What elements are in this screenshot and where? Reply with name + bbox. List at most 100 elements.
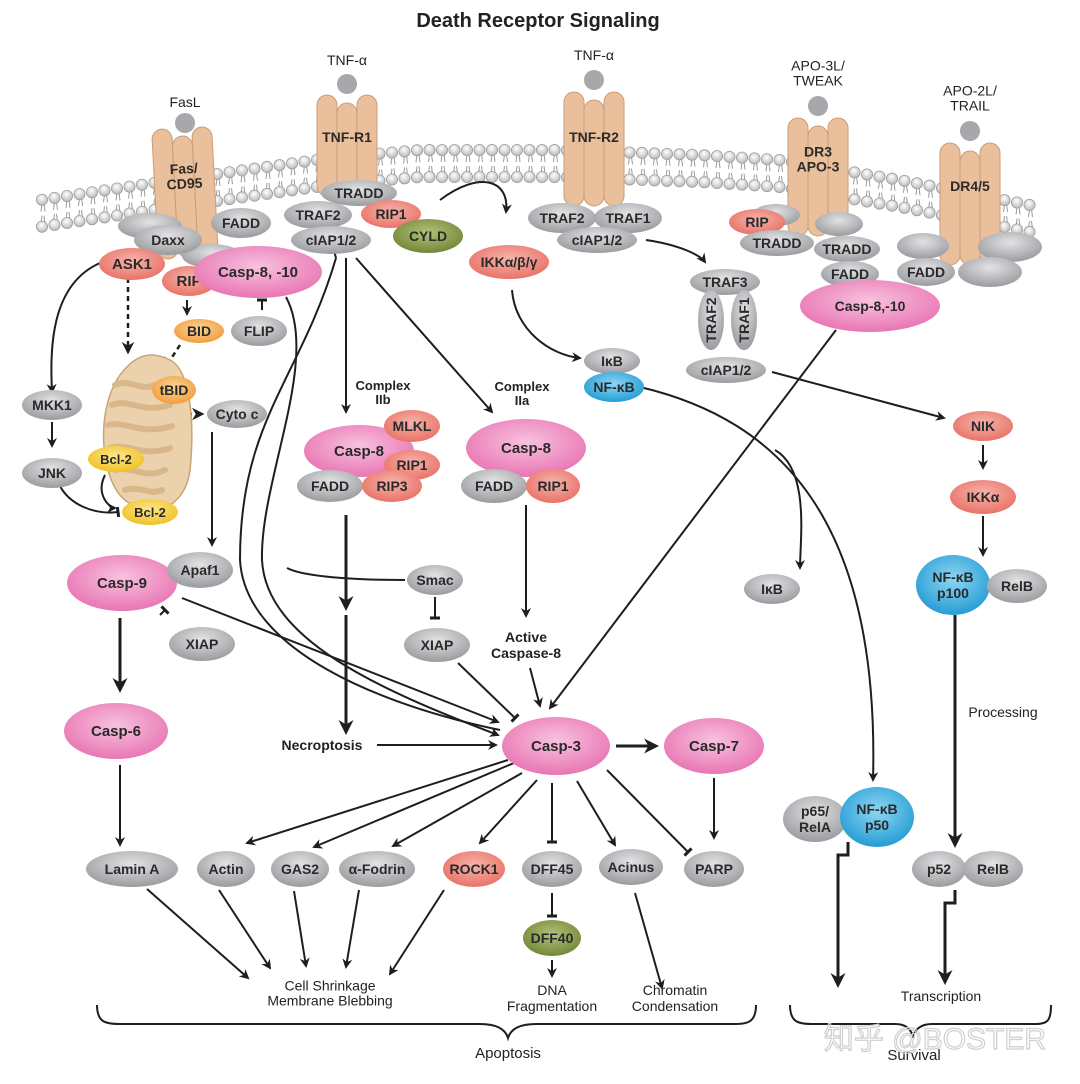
ligand-label-fasl: FasL [169, 94, 200, 110]
node-fadd_fas: FADD [211, 208, 271, 238]
node-parp: PARP [684, 851, 744, 887]
lipid-head [248, 162, 261, 175]
node-label: cIAP1/2 [701, 362, 752, 378]
lipid-head [623, 146, 636, 159]
node-shape [407, 565, 463, 595]
crista [109, 400, 173, 411]
node-shape [152, 376, 196, 404]
lipid-head [711, 177, 724, 190]
node-ikb_top: IκB [584, 348, 640, 374]
lipid-head [485, 170, 498, 183]
node-label: GAS2 [281, 861, 319, 877]
node-label: ASK1 [112, 256, 152, 273]
node-shape [284, 201, 352, 229]
lipid-head [686, 175, 699, 188]
node-label: FADD [222, 215, 260, 231]
receptor-label-tnfr1: TNF-R1 [322, 129, 372, 145]
node-tbid: tBID [152, 376, 196, 404]
lipid-head [273, 186, 286, 199]
node-shape [88, 446, 144, 472]
lipid-head [998, 194, 1011, 207]
lipid-head [423, 170, 436, 183]
lipid-head [260, 160, 273, 173]
node-shape [522, 851, 582, 887]
node-shape [194, 246, 322, 298]
node-label: TRAF1 [605, 210, 650, 226]
node-shape [211, 208, 271, 238]
node-shape [22, 458, 82, 488]
lipid-head [135, 178, 148, 191]
lipid-head [73, 188, 86, 201]
node-shape [404, 628, 470, 662]
ligand-apo3l [808, 96, 828, 116]
lipid-head [48, 218, 61, 231]
node-rip1_iia: RIP1 [526, 469, 580, 503]
node-ciap_v: cIAP1/2 [686, 357, 766, 383]
node-ikk: IKKα/β/γ [469, 245, 549, 279]
node-daxx: Daxx [134, 225, 202, 255]
node-label: IκB [761, 581, 783, 597]
node-shape [744, 574, 800, 604]
lipid-head [661, 147, 674, 160]
node-rock1: ROCK1 [443, 851, 505, 887]
rock1-to-shrinkage [388, 889, 445, 976]
lipid-head [848, 166, 861, 179]
ligand-tnfa1 [337, 74, 357, 94]
node-tradd_dr3b: TRADD [814, 236, 880, 262]
lipid-head [61, 189, 74, 202]
lipid-head [298, 155, 311, 168]
node-label: Casp-8,-10 [835, 298, 906, 314]
lipid-head [410, 144, 423, 157]
lipid-head [86, 186, 99, 199]
node-fadd_iib: FADD [297, 470, 363, 502]
node-label: IKKα/β/γ [481, 254, 538, 270]
node-shape [528, 203, 596, 233]
node-label: α-Fodrin [349, 861, 406, 877]
node-shape [174, 319, 224, 343]
lipid-head [36, 193, 49, 206]
node-shape [729, 209, 785, 235]
node-label: ROCK1 [449, 861, 498, 877]
node-tradd_r1: TRADD [321, 180, 397, 206]
lipid-head [536, 143, 549, 156]
receptor-tnfr1: TNF-R1 [316, 94, 378, 197]
lipid-head [998, 221, 1011, 234]
node-label: DFF40 [531, 930, 574, 946]
node-shape [950, 480, 1016, 514]
node-bcl2a: Bcl-2 [88, 446, 144, 472]
ikk-to-ikb [511, 289, 582, 363]
node-shape [167, 552, 233, 588]
node-p52: p52 [912, 851, 966, 887]
lipid-head [86, 213, 99, 226]
node-shape [361, 200, 421, 228]
lipid-head [111, 182, 124, 195]
crista [122, 485, 165, 495]
node-ciap_r1: cIAP1/2 [291, 226, 371, 254]
node-shape [686, 357, 766, 383]
node-label: Daxx [151, 232, 185, 248]
label-apoptosis: Apoptosis [475, 1045, 541, 1062]
casp810-to-casp3 [260, 296, 500, 737]
ligand-apo2l [960, 121, 980, 141]
node-shape [86, 851, 178, 887]
lipid-head [861, 168, 874, 181]
survival-brace [789, 1004, 1052, 1039]
lipid-head [235, 164, 248, 177]
lipid-head [423, 143, 436, 156]
ciap-to-casp3-line [238, 257, 501, 731]
lipid-head [886, 172, 899, 185]
lipid-head [61, 216, 74, 229]
node-label: Cyto c [216, 406, 259, 422]
lipid-head [448, 170, 461, 183]
casp9-to-casp3 [181, 597, 500, 724]
lipid-head [873, 197, 886, 210]
lipid-head [873, 170, 886, 183]
adaptor-blob [978, 232, 1042, 262]
lipid-head [273, 159, 286, 172]
node-label: XIAP [421, 637, 454, 653]
